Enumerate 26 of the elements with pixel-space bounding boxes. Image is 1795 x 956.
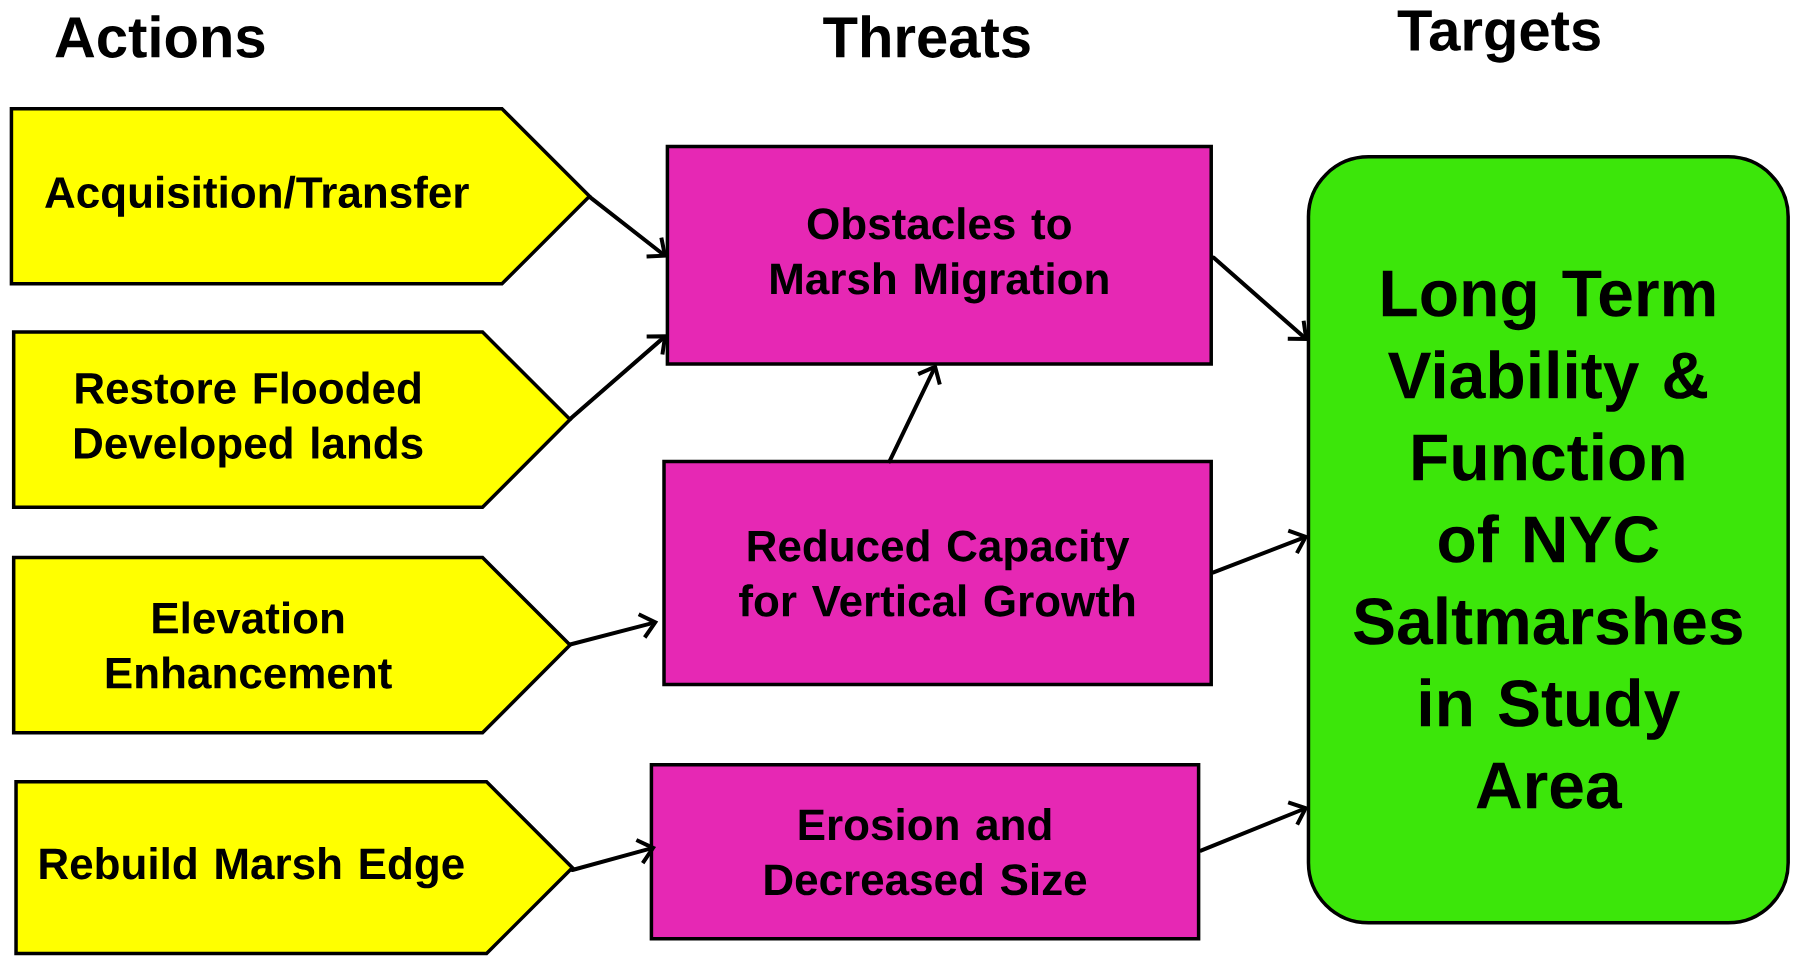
action-box bbox=[11, 330, 573, 509]
arrow bbox=[568, 334, 668, 421]
threat-box bbox=[662, 459, 1213, 687]
box-text: Acquisition/Transfer bbox=[45, 175, 469, 217]
threat-box bbox=[665, 144, 1213, 366]
action-box bbox=[14, 780, 575, 956]
arrow bbox=[570, 838, 656, 872]
arrow bbox=[568, 612, 659, 647]
arrow bbox=[887, 364, 942, 464]
column-heading: Targets bbox=[1397, 10, 1600, 63]
box-text: Long Term Viability & Function of NYC Saltmarshes in Study Area bbox=[1353, 270, 1742, 809]
box-text: Elevation Enhancement bbox=[106, 601, 392, 689]
column-heading: Threats bbox=[823, 15, 1030, 58]
arrow bbox=[1211, 255, 1309, 342]
arrow bbox=[1211, 528, 1309, 575]
box-text: Rebuild Marsh Edge bbox=[40, 847, 464, 889]
arrow bbox=[1198, 800, 1309, 853]
box-text: Erosion and Decreased Size bbox=[765, 808, 1087, 896]
box-text: Obstacles to Marsh Migration bbox=[771, 207, 1108, 304]
target-box bbox=[1306, 155, 1790, 925]
action-box bbox=[11, 555, 573, 735]
threat-box bbox=[649, 762, 1201, 941]
box-text: Reduced Capacity for Vertical Growth bbox=[739, 529, 1135, 617]
action-box bbox=[9, 107, 592, 286]
box-text: Restore Flooded Developed lands bbox=[75, 371, 423, 468]
arrow bbox=[587, 194, 668, 259]
